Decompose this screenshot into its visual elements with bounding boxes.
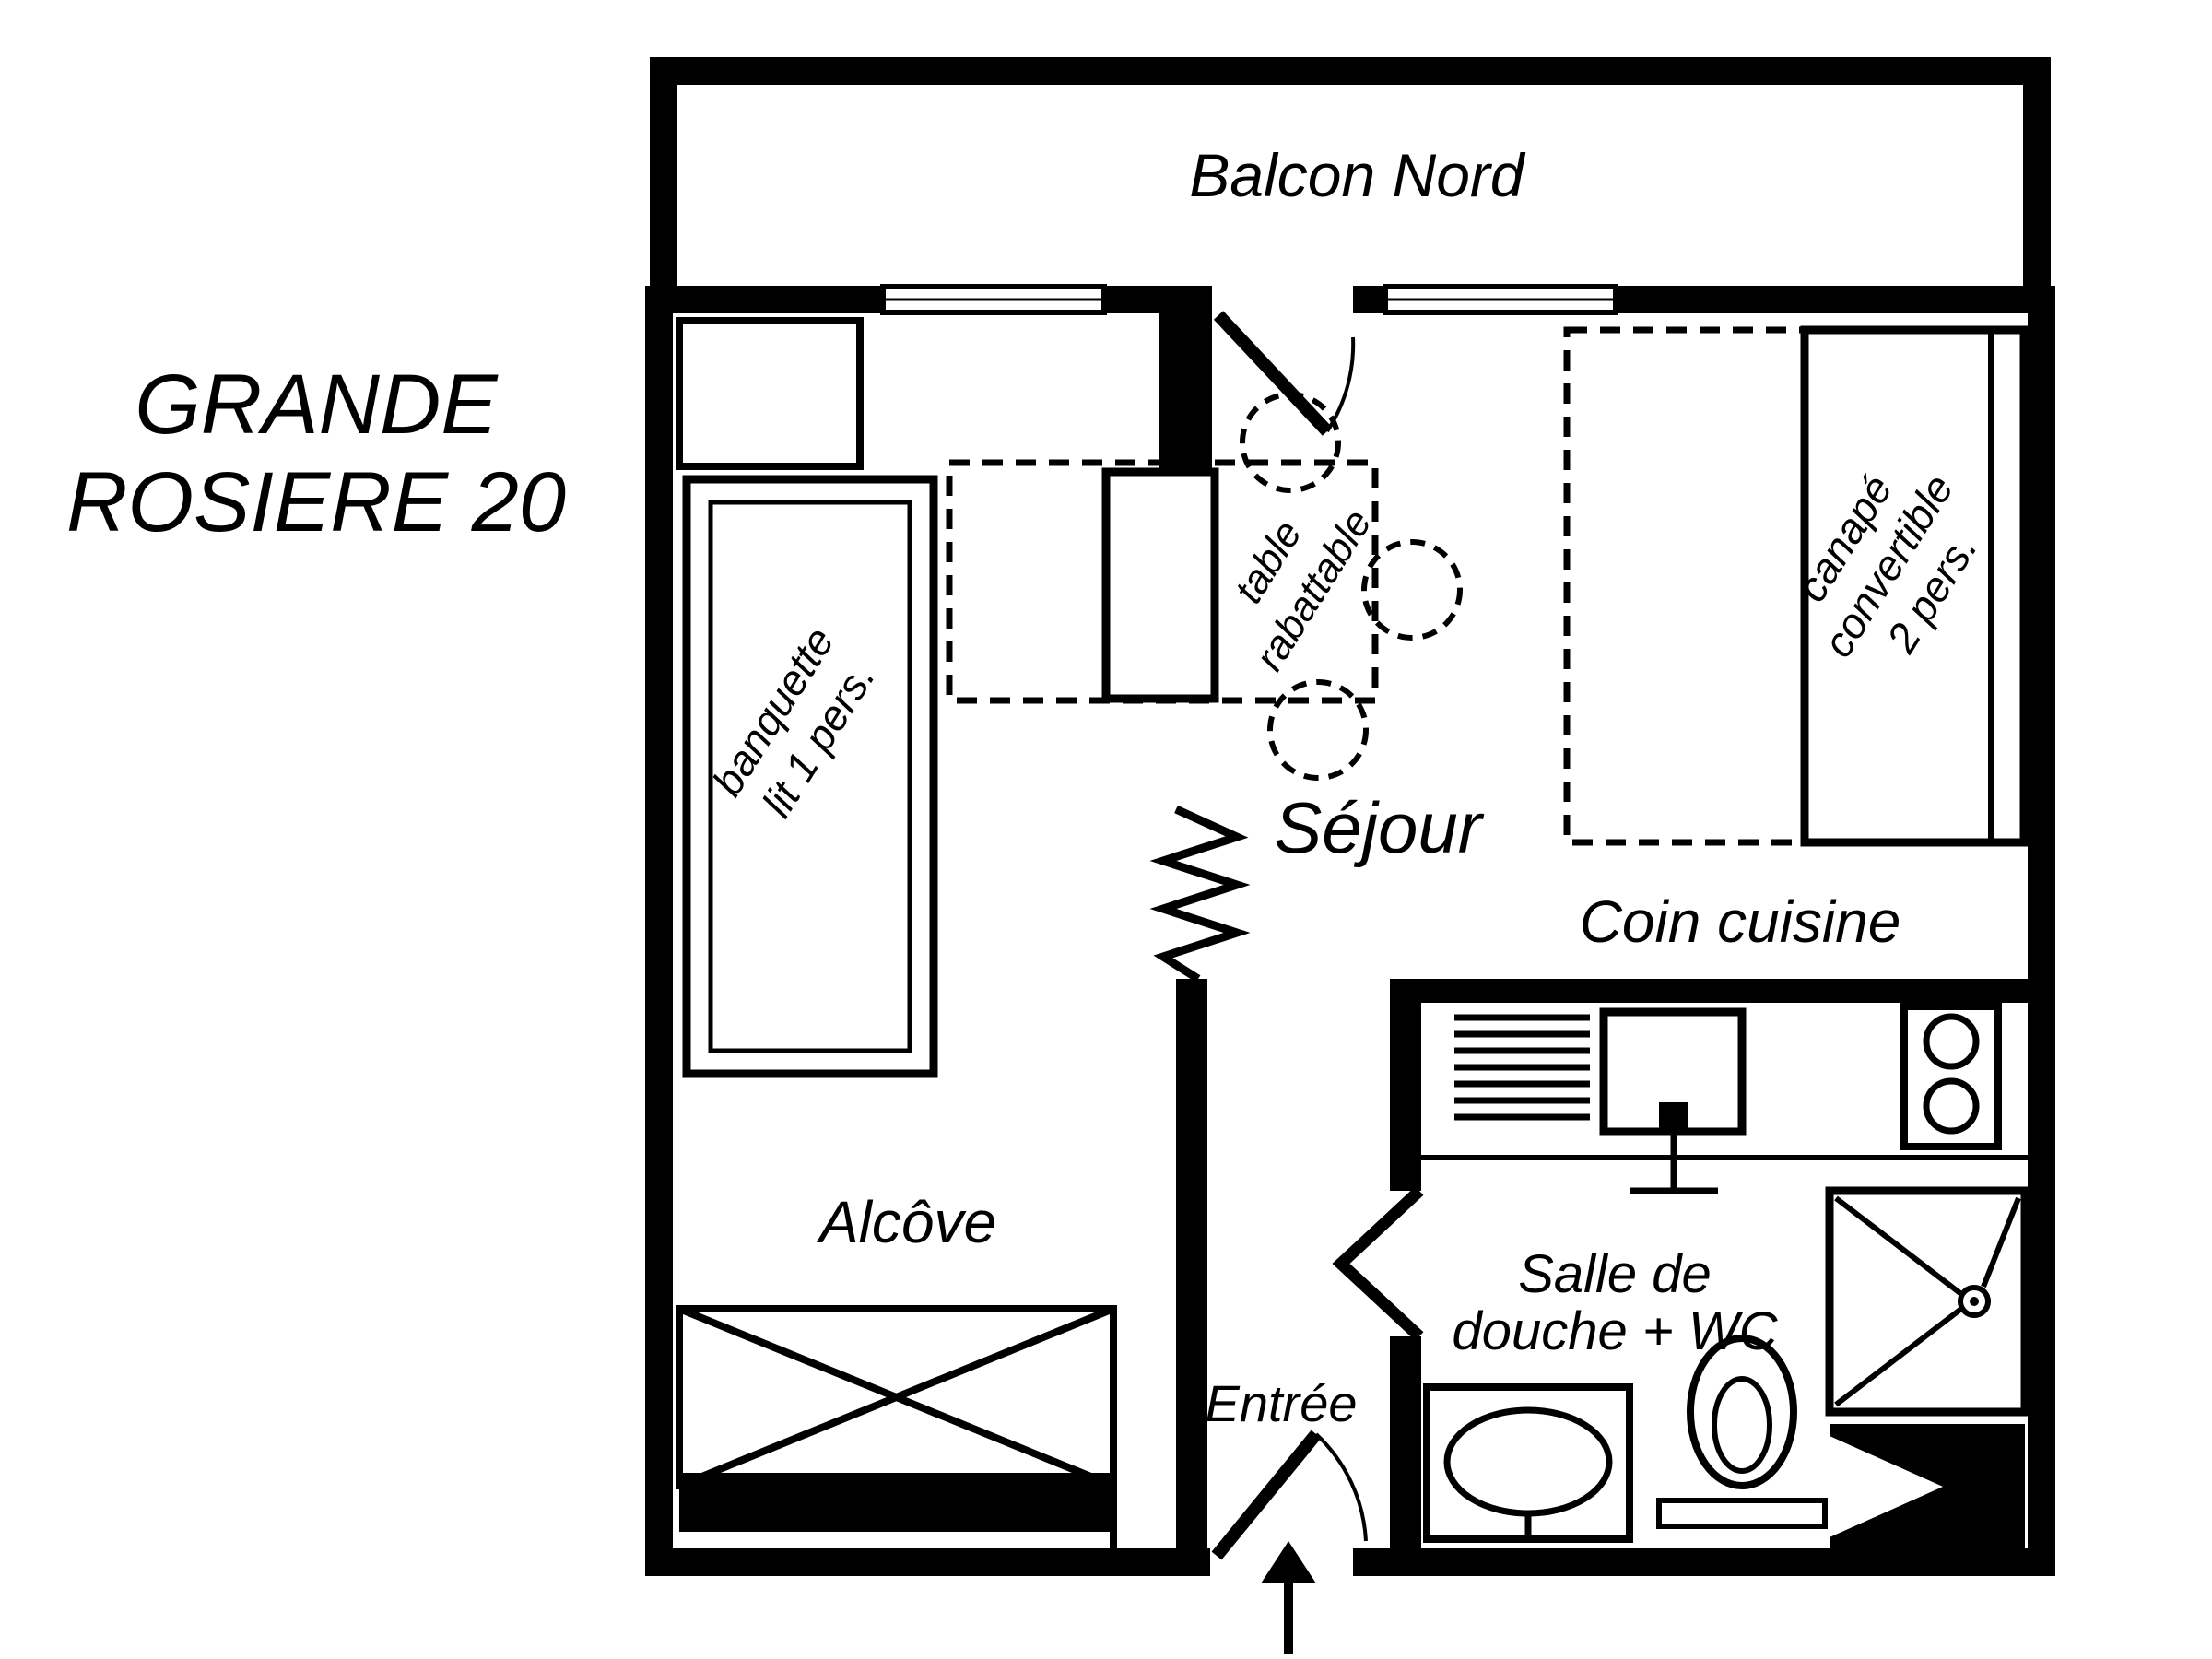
folding-table-top — [1101, 467, 1219, 703]
bathroom-wall — [1390, 1336, 1421, 1550]
shower-drain-dot — [1970, 1297, 1979, 1306]
kitchen-vent — [1454, 1014, 1590, 1121]
label-balcony: Balcon Nord — [1189, 141, 1525, 209]
corner-duct — [1830, 1424, 2025, 1550]
washbasin — [1423, 1383, 1633, 1543]
chair-circle-2 — [1361, 539, 1463, 641]
kitchen-sink-drain — [1659, 1102, 1688, 1132]
kitchen-hob — [1900, 1003, 2002, 1150]
balcony-door-leaf — [1213, 311, 1333, 436]
center-wall — [1176, 979, 1207, 1550]
entrance-arrow-head — [1261, 1541, 1316, 1583]
entrance-door-leaf — [1211, 1430, 1322, 1560]
hob-outline — [1900, 1003, 2002, 1150]
shower-line-3 — [1981, 1196, 2021, 1288]
top-wall-segment-4 — [1616, 286, 2055, 313]
top-wall-segment-1 — [645, 286, 883, 313]
balcony-door — [1213, 311, 1356, 436]
bench-bed — [682, 475, 938, 1078]
alcove-bed — [676, 1305, 1117, 1548]
toilet-cistern — [1656, 1498, 1828, 1529]
sofa-bed — [1563, 325, 2029, 847]
page-title-line2: ROSIERE 20 — [66, 455, 566, 549]
shower-line-2 — [1834, 1306, 1963, 1407]
kitchen-counter-wall — [1390, 979, 2028, 1003]
toilet-bowl-inner — [1712, 1376, 1772, 1474]
bench-bed-mattress — [708, 500, 912, 1053]
balcony-wall-right — [2023, 57, 2051, 288]
hob-burner-2 — [1923, 1077, 1980, 1135]
shower-line-1 — [1834, 1195, 1963, 1297]
closet — [676, 317, 864, 470]
sofa-bed-open-outline — [1563, 326, 1808, 846]
bathroom-door — [1332, 1186, 1424, 1341]
label-bathroom-line2: douche + WC — [1452, 1301, 1778, 1361]
toilet — [1656, 1335, 1828, 1529]
chair-circle-3 — [1267, 679, 1369, 781]
balcony-wall-top — [650, 57, 2051, 85]
entrance-door-arc — [1314, 1432, 1368, 1542]
label-table: table rabattable — [1226, 501, 1381, 678]
kitchen-wall — [1390, 979, 1421, 1191]
chair-circle-1 — [1240, 392, 1341, 493]
kitchen-block — [1421, 1003, 2028, 1194]
windows — [880, 284, 1618, 315]
bottom-wall-segment-2 — [1353, 1548, 2055, 1576]
page-title-line1: GRANDE — [135, 358, 499, 452]
shower — [1825, 1186, 2030, 1417]
top-wall-segment-2 — [1104, 286, 1212, 313]
bottom-wall-segment-1 — [645, 1548, 1210, 1576]
alcove-bed-cross-2 — [677, 1305, 1115, 1489]
top-wall-segment-3 — [1353, 286, 1385, 313]
label-kitchen: Coin cuisine — [1580, 888, 1901, 955]
shower-tray — [1825, 1186, 2030, 1417]
label-bathroom-line1: Salle de — [1518, 1244, 1712, 1304]
bench-bed-frame — [682, 475, 938, 1078]
walls — [645, 57, 2055, 1576]
label-living-room: Séjour — [1274, 787, 1484, 868]
right-wall — [2028, 286, 2055, 1576]
balcony-door-stub-wall — [1159, 313, 1212, 484]
label-alcove: Alcôve — [816, 1189, 996, 1255]
balcony-wall-left — [650, 57, 677, 288]
folding-table — [946, 392, 1463, 781]
left-wall — [645, 286, 673, 1576]
entrance-door — [1211, 1430, 1368, 1654]
label-entrance: Entrée — [1206, 1374, 1358, 1432]
hob-burner-1 — [1923, 1013, 1980, 1070]
radiator-zigzag — [1149, 805, 1251, 982]
kitchen-sink — [1599, 1007, 1747, 1194]
sofa-body — [1800, 325, 2029, 847]
alcove-bed-headboard — [679, 1473, 1113, 1532]
